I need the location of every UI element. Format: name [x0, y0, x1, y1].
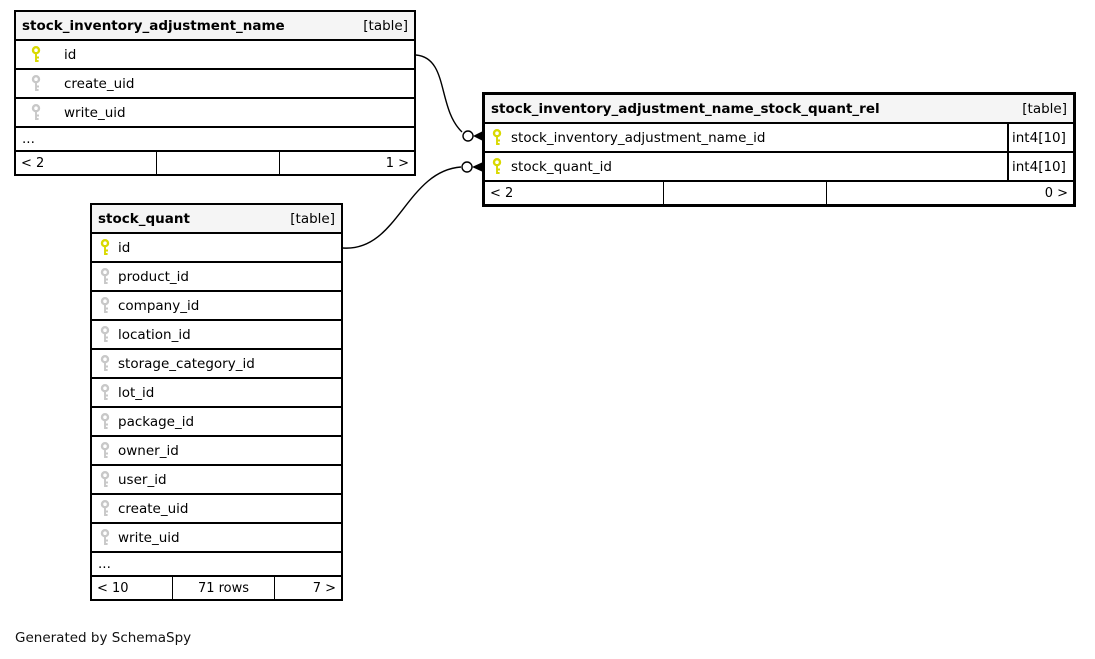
connector-circle	[461, 161, 473, 173]
table-type-label: [table]	[363, 17, 408, 34]
column-row: create_uid	[92, 495, 341, 524]
column-row: id	[92, 234, 341, 263]
column-name: location_id	[118, 326, 191, 343]
column-name: owner_id	[118, 442, 179, 459]
column-row: user_id	[92, 466, 341, 495]
ellipsis-row: ...	[16, 128, 414, 152]
table-header[interactable]: stock_inventory_adjustment_name [table]	[16, 12, 414, 41]
foreign-key-icon	[99, 384, 111, 401]
table-name[interactable]: stock_quant	[98, 210, 190, 227]
column-row: location_id	[92, 321, 341, 350]
pager-next: 7 >	[274, 577, 341, 599]
column-row: product_id	[92, 263, 341, 292]
column-name: lot_id	[118, 384, 155, 401]
table-type-label: [table]	[290, 210, 335, 227]
foreign-key-icon	[99, 355, 111, 372]
pager-prev: < 2	[21, 155, 45, 171]
pager-rows	[663, 182, 826, 204]
foreign-key-icon	[99, 500, 111, 517]
foreign-key-icon	[30, 75, 42, 92]
table-name[interactable]: stock_inventory_adjustment_name	[22, 17, 285, 34]
foreign-key-icon	[99, 413, 111, 430]
pager-rows	[156, 152, 279, 174]
pager-next: 0 >	[826, 182, 1073, 204]
primary-key-icon	[99, 239, 111, 256]
primary-key-icon	[491, 129, 503, 146]
foreign-key-icon	[99, 326, 111, 343]
relationship-line-adjustment-name-to-rel	[415, 54, 483, 142]
primary-key-icon	[491, 158, 503, 175]
column-row: stock_inventory_adjustment_name_id int4[…	[485, 124, 1073, 153]
connector-circle	[462, 130, 474, 142]
foreign-key-icon	[99, 529, 111, 546]
column-name: create_uid	[118, 500, 189, 517]
column-row: company_id	[92, 292, 341, 321]
column-name: product_id	[118, 268, 189, 285]
foreign-key-icon	[30, 104, 42, 121]
column-name: storage_category_id	[118, 355, 255, 372]
column-name: id	[118, 239, 131, 256]
column-name: write_uid	[64, 104, 126, 121]
generated-by-note: Generated by SchemaSpy	[15, 630, 192, 646]
column-type: int4[10]	[1007, 124, 1073, 151]
column-name: id	[64, 46, 77, 63]
column-row: lot_id	[92, 379, 341, 408]
ellipsis-row: ...	[92, 553, 341, 577]
column-name: write_uid	[118, 529, 180, 546]
foreign-key-icon	[99, 471, 111, 488]
pager: < 10 71 rows 7 >	[92, 577, 341, 599]
column-row: id	[16, 41, 414, 70]
column-row: stock_quant_id int4[10]	[485, 153, 1073, 182]
table-header[interactable]: stock_inventory_adjustment_name_stock_qu…	[485, 95, 1073, 124]
column-name: create_uid	[64, 75, 135, 92]
pager: < 2 1 >	[16, 152, 414, 174]
pager-rows: 71 rows	[172, 577, 274, 599]
column-type: int4[10]	[1007, 153, 1073, 180]
foreign-key-icon	[99, 268, 111, 285]
primary-key-icon	[30, 46, 42, 63]
table-header[interactable]: stock_quant [table]	[92, 205, 341, 234]
table-name[interactable]: stock_inventory_adjustment_name_stock_qu…	[491, 100, 880, 117]
table-box-stock-inventory-adjustment-name: stock_inventory_adjustment_name [table] …	[14, 10, 416, 176]
column-name: stock_inventory_adjustment_name_id	[511, 129, 766, 146]
table-box-stock-inventory-adjustment-name-stock-quant-rel: stock_inventory_adjustment_name_stock_qu…	[482, 92, 1076, 207]
column-name: package_id	[118, 413, 195, 430]
pager-prev: < 10	[97, 580, 129, 596]
foreign-key-icon	[99, 442, 111, 459]
table-box-stock-quant: stock_quant [table] id product_id compan…	[90, 203, 343, 601]
column-row: storage_category_id	[92, 350, 341, 379]
pager-next: 1 >	[279, 152, 414, 174]
column-row: create_uid	[16, 70, 414, 99]
foreign-key-icon	[99, 297, 111, 314]
column-row: package_id	[92, 408, 341, 437]
column-name: company_id	[118, 297, 200, 314]
pager: < 2 0 >	[485, 182, 1073, 204]
table-type-label: [table]	[1022, 100, 1067, 117]
column-row: write_uid	[16, 99, 414, 128]
column-name: stock_quant_id	[511, 158, 612, 175]
column-row: write_uid	[92, 524, 341, 553]
pager-prev: < 2	[490, 185, 514, 201]
column-row: owner_id	[92, 437, 341, 466]
column-name: user_id	[118, 471, 167, 488]
